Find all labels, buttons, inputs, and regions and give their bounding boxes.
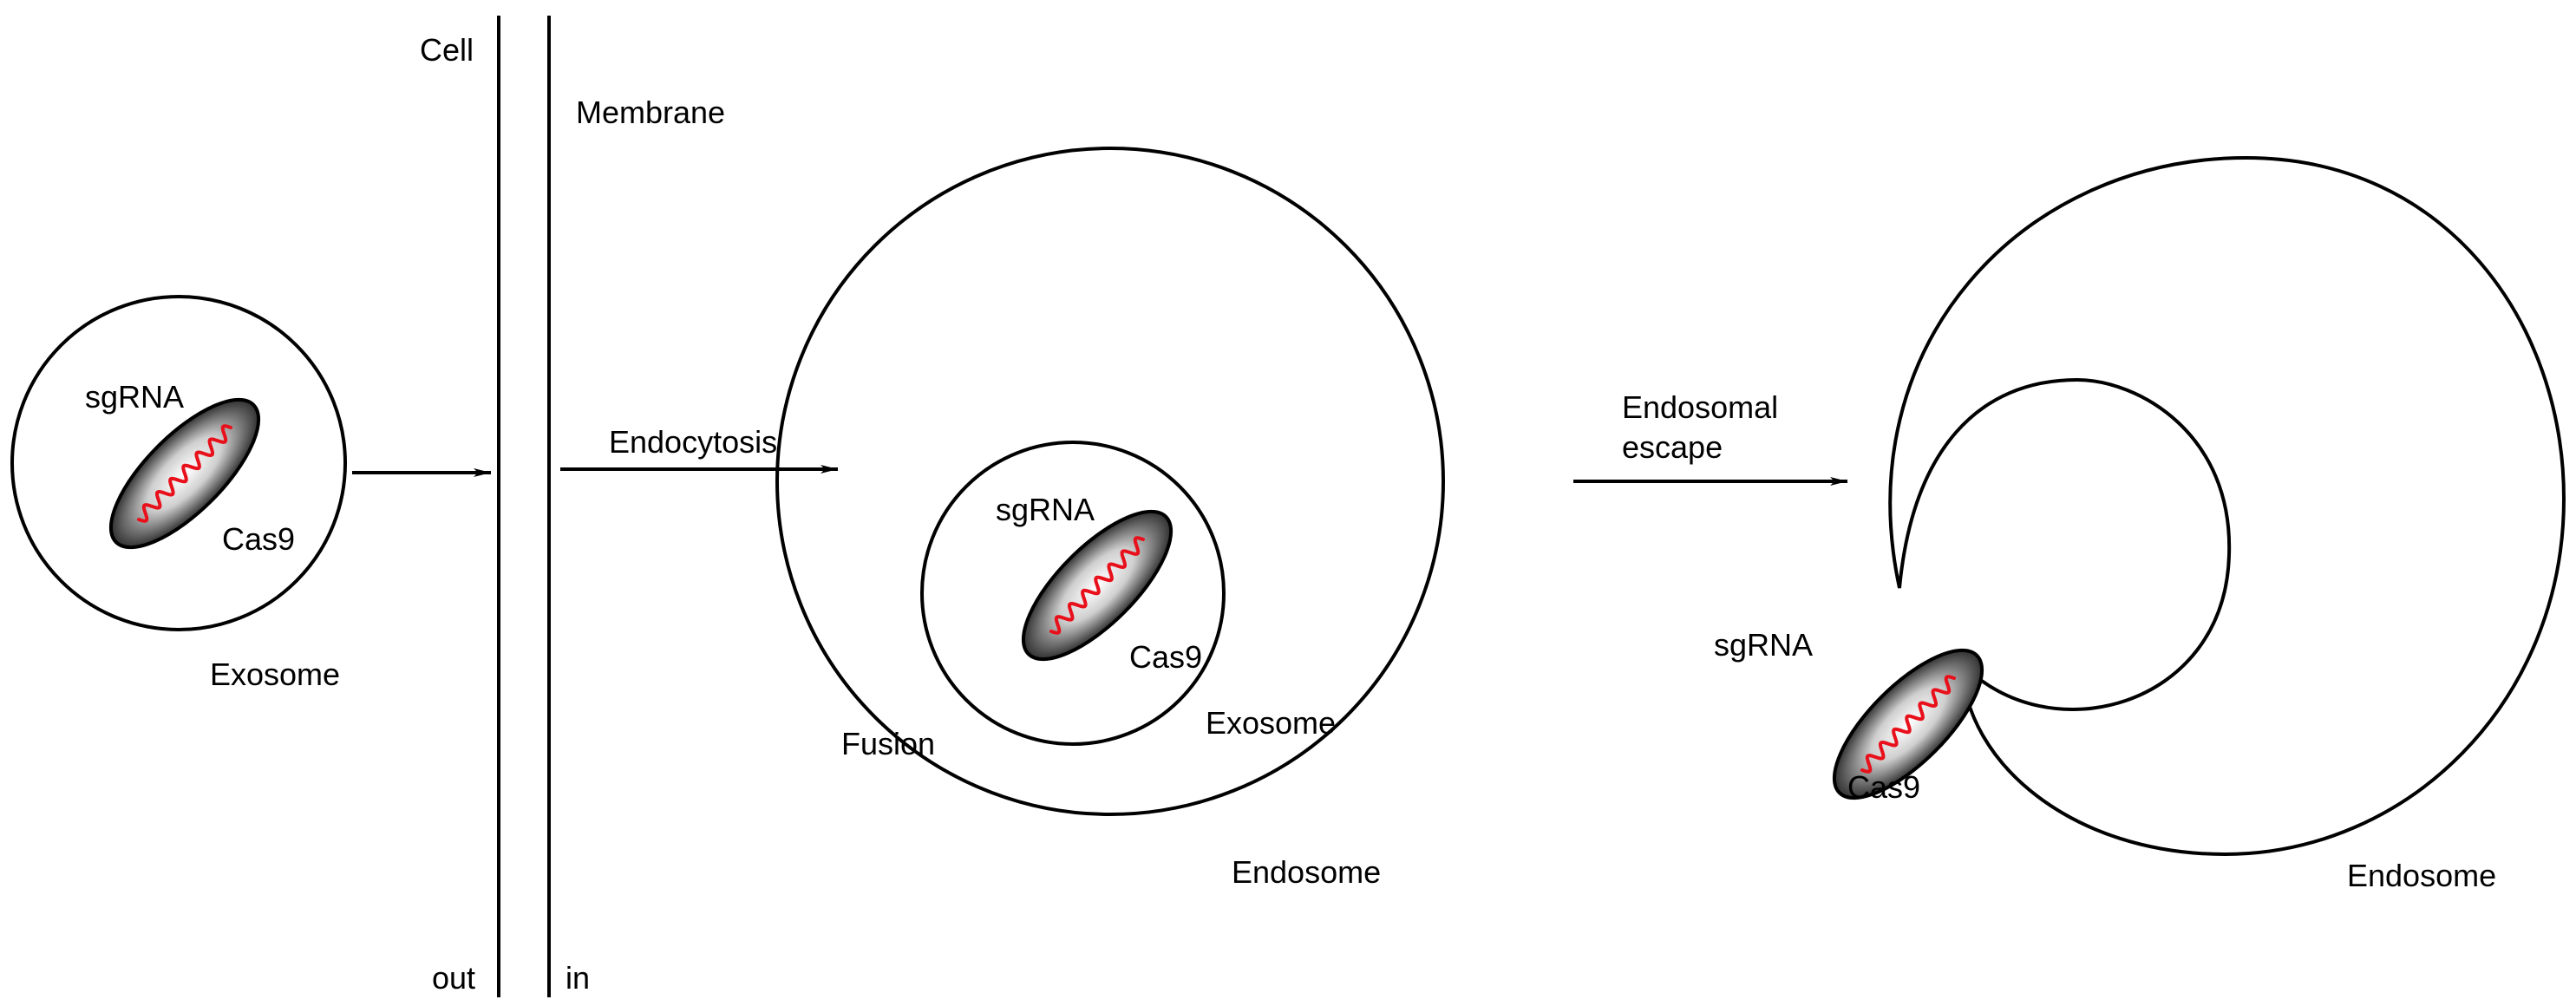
exosome-label: Exosome — [210, 657, 340, 692]
stage-exosome: sgRNA Cas9 Exosome — [10, 295, 347, 692]
in-label: in — [566, 960, 590, 996]
sgrna-strand — [1860, 675, 1957, 774]
out-label: out — [432, 960, 475, 996]
cas9-label: Cas9 — [222, 521, 295, 557]
cas9-label: Cas9 — [1847, 769, 1920, 805]
exosome-label: Exosome — [1206, 705, 1336, 741]
cas9-label: Cas9 — [1129, 639, 1202, 675]
stage-escape: sgRNA Cas9 Endosome — [1714, 155, 2566, 893]
fusion-label: Fusion — [841, 726, 935, 761]
endosomal-escape-label-line2: escape — [1622, 429, 1723, 465]
ruptured-endosome-membrane — [1888, 155, 2566, 857]
cell-label: Cell — [420, 32, 474, 68]
cell-membrane: Cell Membrane out in — [420, 16, 725, 997]
exosome-membrane-inner — [920, 441, 1226, 746]
sgrna-strand — [136, 424, 233, 523]
membrane-label: Membrane — [576, 95, 725, 130]
endosome-membrane — [775, 147, 1445, 816]
sgrna-strand — [1049, 536, 1146, 635]
endosome-label: Endosome — [1232, 854, 1381, 890]
sgrna-label: sgRNA — [1714, 627, 1813, 663]
exosome-membrane — [10, 295, 347, 631]
endocytosis-label: Endocytosis — [609, 424, 777, 460]
endosome-label: Endosome — [2347, 858, 2496, 893]
stage-endosome-fusion: sgRNA Cas9 Exosome Fusion Endosome — [775, 147, 1445, 890]
endosomal-escape-label-line1: Endosomal — [1622, 389, 1778, 425]
sgrna-label: sgRNA — [996, 492, 1095, 527]
sgrna-label: sgRNA — [85, 379, 184, 415]
